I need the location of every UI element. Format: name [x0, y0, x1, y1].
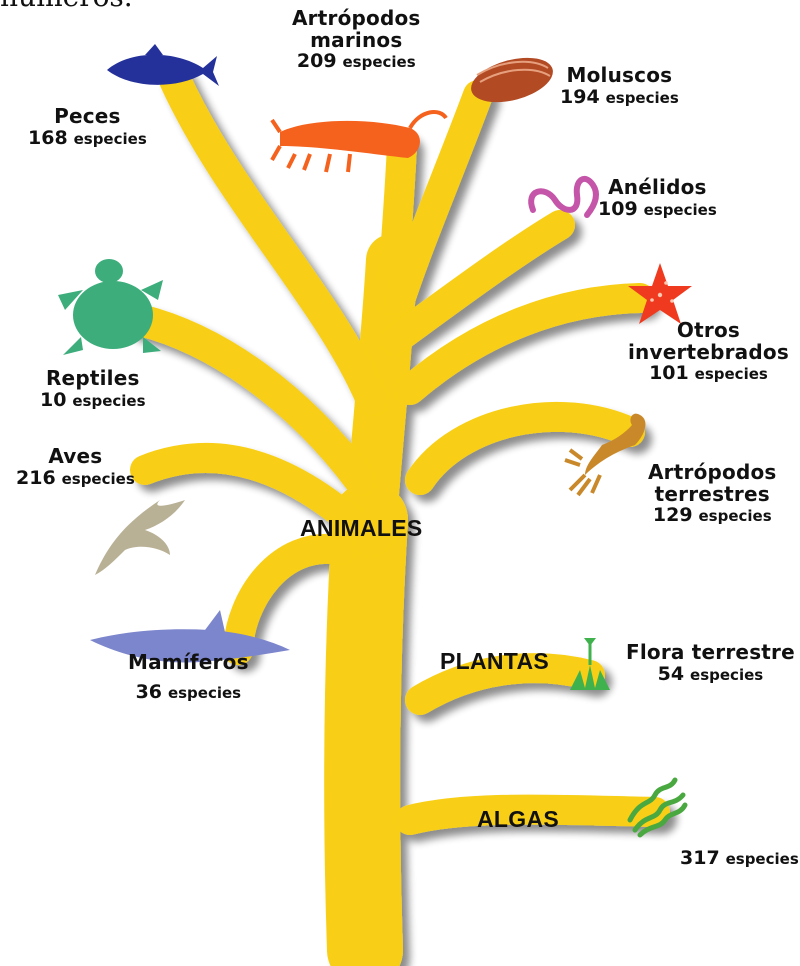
branch-terrestrial-arthropods — [420, 417, 630, 480]
label-molluscs: Moluscos 194 especies — [560, 65, 679, 107]
turtle-icon — [58, 259, 163, 355]
shrimp-icon — [272, 112, 446, 172]
label-other-invertebrates-name-2: invertebrados — [628, 342, 789, 364]
label-birds-name: Aves — [16, 446, 135, 468]
label-terrestrial-arthropods-name-1: Artrópodos — [648, 462, 777, 484]
label-terrestrial-arthropods: Artrópodos terrestres 129 especies — [648, 462, 777, 526]
label-terrestrial-flora-count: 54 especies — [626, 664, 795, 685]
label-annelids-name: Anélidos — [598, 177, 717, 199]
worm-icon — [531, 179, 596, 215]
label-marine-arthropods-count: 209 especies — [292, 51, 421, 72]
label-marine-arthropods: Artrópodos marinos 209 especies — [292, 8, 421, 72]
group-label-plants: PLANTAS — [440, 648, 549, 675]
label-algae-leaf: 317 especies — [680, 848, 799, 869]
label-fish-count: 168 especies — [28, 128, 147, 149]
label-terrestrial-flora-name: Flora terrestre — [626, 642, 795, 664]
label-other-invertebrates-name-1: Otros — [628, 320, 789, 342]
label-marine-arthropods-name-1: Artrópodos — [292, 8, 421, 30]
label-fish: Peces 168 especies — [28, 106, 147, 148]
group-label-animals: ANIMALES — [300, 515, 423, 542]
label-other-invertebrates: Otros invertebrados 101 especies — [628, 320, 789, 384]
label-mammals-name: Mamíferos — [128, 652, 249, 674]
branch-mammals — [238, 549, 340, 650]
label-birds-count: 216 especies — [16, 468, 135, 489]
label-mammals-count: 36 especies — [128, 682, 249, 703]
label-fish-name: Peces — [28, 106, 147, 128]
label-reptiles-name: Reptiles — [40, 368, 146, 390]
label-terrestrial-arthropods-count: 129 especies — [648, 505, 777, 526]
bird-icon — [95, 500, 185, 575]
label-terrestrial-arthropods-name-2: terrestres — [648, 484, 777, 506]
label-terrestrial-flora: Flora terrestre 54 especies — [626, 642, 795, 684]
fish-icon — [107, 44, 219, 86]
label-mammals: Mamíferos 36 especies — [128, 652, 249, 702]
label-other-invertebrates-count: 101 especies — [628, 363, 789, 384]
group-label-algae: ALGAS — [477, 806, 559, 833]
label-reptiles-count: 10 especies — [40, 390, 146, 411]
label-birds: Aves 216 especies — [16, 446, 135, 488]
label-molluscs-name: Moluscos — [560, 65, 679, 87]
trunk — [362, 520, 370, 950]
label-annelids: Anélidos 109 especies — [598, 177, 717, 219]
label-reptiles: Reptiles 10 especies — [40, 368, 146, 410]
label-algae-leaf-count: 317 especies — [680, 848, 799, 869]
label-molluscs-count: 194 especies — [560, 87, 679, 108]
label-marine-arthropods-name-2: marinos — [292, 30, 421, 52]
label-annelids-count: 109 especies — [598, 199, 717, 220]
